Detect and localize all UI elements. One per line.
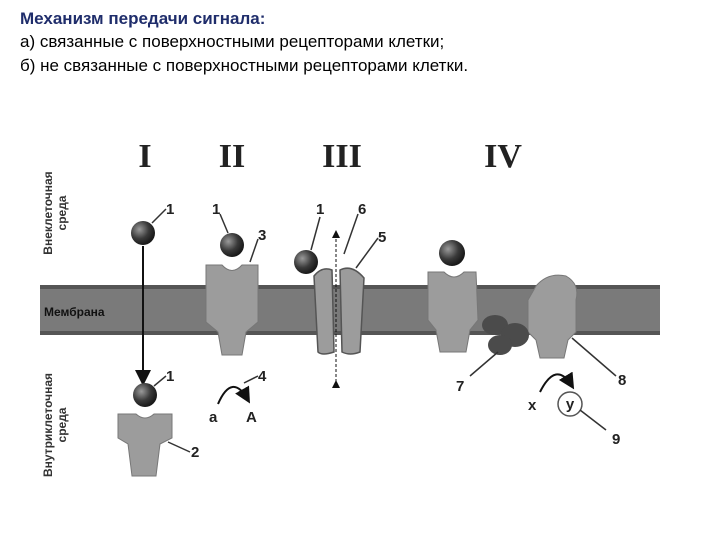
num-1-III: 1 <box>316 201 324 218</box>
roman-I: I <box>138 138 151 175</box>
label-line-7 <box>470 352 498 376</box>
num-4: 4 <box>258 368 267 385</box>
num-8: 8 <box>618 372 626 389</box>
membrane-receptor-II <box>206 265 258 355</box>
reaction-arrow-II <box>218 387 248 404</box>
num-1-I-top: 1 <box>166 201 174 218</box>
roman-III: III <box>322 138 362 175</box>
ligand-IV <box>439 240 465 266</box>
intracellular-receptor <box>118 414 172 476</box>
label-line-1-III <box>311 217 320 250</box>
roman-II: II <box>219 138 245 175</box>
label-line-5 <box>356 238 378 268</box>
roman-IV: IV <box>484 138 522 175</box>
svg-text:среда: среда <box>55 407 69 442</box>
intracellular-label: Внутриклеточная среда <box>41 373 69 477</box>
ligand-I-bottom <box>133 383 157 407</box>
num-1-I-bottom: 1 <box>166 368 174 385</box>
label-line-3 <box>250 239 258 262</box>
label-line-9 <box>580 410 606 430</box>
num-3: 3 <box>258 227 266 244</box>
num-6: 6 <box>358 201 366 218</box>
ligand-I-top <box>131 221 155 245</box>
num-9: 9 <box>612 431 620 448</box>
label-line-8 <box>572 338 616 376</box>
ion-channel-right <box>340 268 364 354</box>
substrate-x: х <box>528 397 537 414</box>
ion-channel-left <box>314 269 334 354</box>
svg-text:Внеклеточная: Внеклеточная <box>41 171 55 254</box>
num-1-II: 1 <box>212 201 220 218</box>
adenylate-cyclase <box>528 275 577 358</box>
label-line-4 <box>244 376 258 383</box>
label-line-6 <box>344 214 358 254</box>
label-line-1-I-top <box>152 209 166 223</box>
svg-text:среда: среда <box>55 195 69 230</box>
extracellular-label: Внеклеточная среда <box>41 171 69 254</box>
substrate-a: а <box>209 409 218 426</box>
product-y: у <box>566 396 575 413</box>
product-A: А <box>246 409 257 426</box>
label-line-2 <box>168 442 190 452</box>
label-line-1-I-bottom <box>154 376 166 386</box>
membrane-label: Мембрана <box>44 305 105 319</box>
num-2: 2 <box>191 444 199 461</box>
reaction-arrow-IV <box>540 374 572 392</box>
membrane-receptor-IV <box>428 272 478 352</box>
ligand-II <box>220 233 244 257</box>
svg-text:Внутриклеточная: Внутриклеточная <box>41 373 55 477</box>
num-7: 7 <box>456 378 464 395</box>
ligand-III <box>294 250 318 274</box>
label-line-1-II <box>220 214 228 233</box>
num-5: 5 <box>378 229 386 246</box>
